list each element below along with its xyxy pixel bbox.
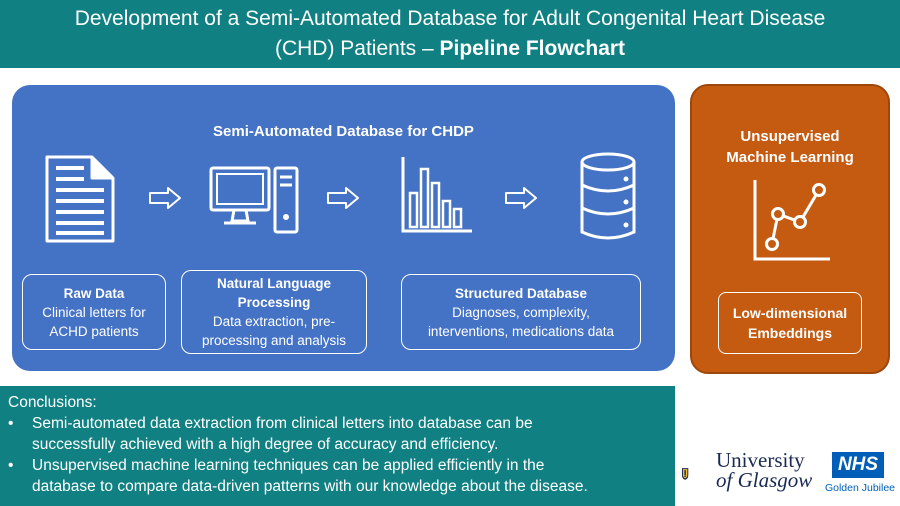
bar-chart-icon <box>401 157 472 233</box>
nhs-logo: NHS <box>832 452 884 478</box>
embeddings-line-2: Embeddings <box>747 325 832 341</box>
ml-title-line-1: Unsupervised <box>740 128 840 145</box>
university-crest-icon <box>681 468 689 480</box>
ml-title: Unsupervised Machine Learning <box>692 126 888 168</box>
university-logo: University of Glasgow <box>716 448 813 492</box>
structured-database-box: Structured Database Diagnoses, complexit… <box>401 274 641 350</box>
title-line-2-plain: (CHD) Patients – <box>274 37 440 60</box>
bullet-icon: • <box>8 457 14 474</box>
conclusions-heading: Conclusions: <box>8 394 97 411</box>
university-line-1: University <box>716 448 805 472</box>
nlp-title-line-2: Processing <box>237 295 311 310</box>
conclusion-1-line-2: successfully achieved with a high degree… <box>32 436 499 453</box>
title-line-1: Development of a Semi-Automated Database… <box>74 7 826 30</box>
document-icon <box>45 155 115 243</box>
bullet-icon: • <box>8 415 14 432</box>
conclusions-panel: Conclusions: • Semi-automated data extra… <box>0 386 675 506</box>
computer-icon <box>209 166 299 234</box>
title-line-2: (CHD) Patients – Pipeline Flowchart <box>0 34 900 64</box>
conclusions-list: • Semi-automated data extraction from cl… <box>8 413 667 497</box>
database-icon <box>580 152 636 240</box>
raw-data-line-2: ACHD patients <box>49 323 139 339</box>
raw-data-title: Raw Data <box>63 285 125 301</box>
university-line-2: of Glasgow <box>716 468 813 492</box>
title-line-2-bold: Pipeline Flowchart <box>439 37 626 60</box>
list-item: • Semi-automated data extraction from cl… <box>8 413 667 455</box>
arrow-right-icon <box>327 187 359 209</box>
pipeline-title: Semi-Automated Database for CHDP <box>213 123 474 140</box>
arrow-right-icon <box>505 187 537 209</box>
arrow-right-icon <box>149 187 181 209</box>
nlp-title-line-1: Natural Language <box>216 276 332 291</box>
nlp-line-1: Data extraction, pre- <box>212 314 336 329</box>
conclusion-2-line-2: database to compare data-driven patterns… <box>32 478 588 495</box>
embeddings-box: Low-dimensional Embeddings <box>718 292 862 354</box>
nhs-subtitle: Golden Jubilee <box>824 482 896 494</box>
structured-database-line-2: interventions, medications data <box>427 323 615 339</box>
structured-database-line-1: Diagnoses, complexity, <box>452 304 590 320</box>
ml-title-line-2: Machine Learning <box>726 149 854 166</box>
raw-data-box: Raw Data Clinical letters for ACHD patie… <box>22 274 166 350</box>
structured-database-title: Structured Database <box>454 285 588 301</box>
line-chart-icon <box>753 180 830 261</box>
nlp-box: Natural Language Processing Data extract… <box>181 270 367 354</box>
conclusion-2-line-1: Unsupervised machine learning techniques… <box>32 457 545 474</box>
conclusion-1-line-1: Semi-automated data extraction from clin… <box>32 415 533 432</box>
nlp-line-2: processing and analysis <box>201 333 347 348</box>
pipeline-panel: Semi-Automated Database for CHDP <box>12 85 675 371</box>
list-item: • Unsupervised machine learning techniqu… <box>8 455 667 497</box>
ml-panel: Unsupervised Machine Learning Low-dimens… <box>690 84 890 374</box>
raw-data-line-1: Clinical letters for <box>42 304 146 320</box>
header-banner: Development of a Semi-Automated Database… <box>0 0 900 68</box>
embeddings-line-1: Low-dimensional <box>732 305 848 321</box>
